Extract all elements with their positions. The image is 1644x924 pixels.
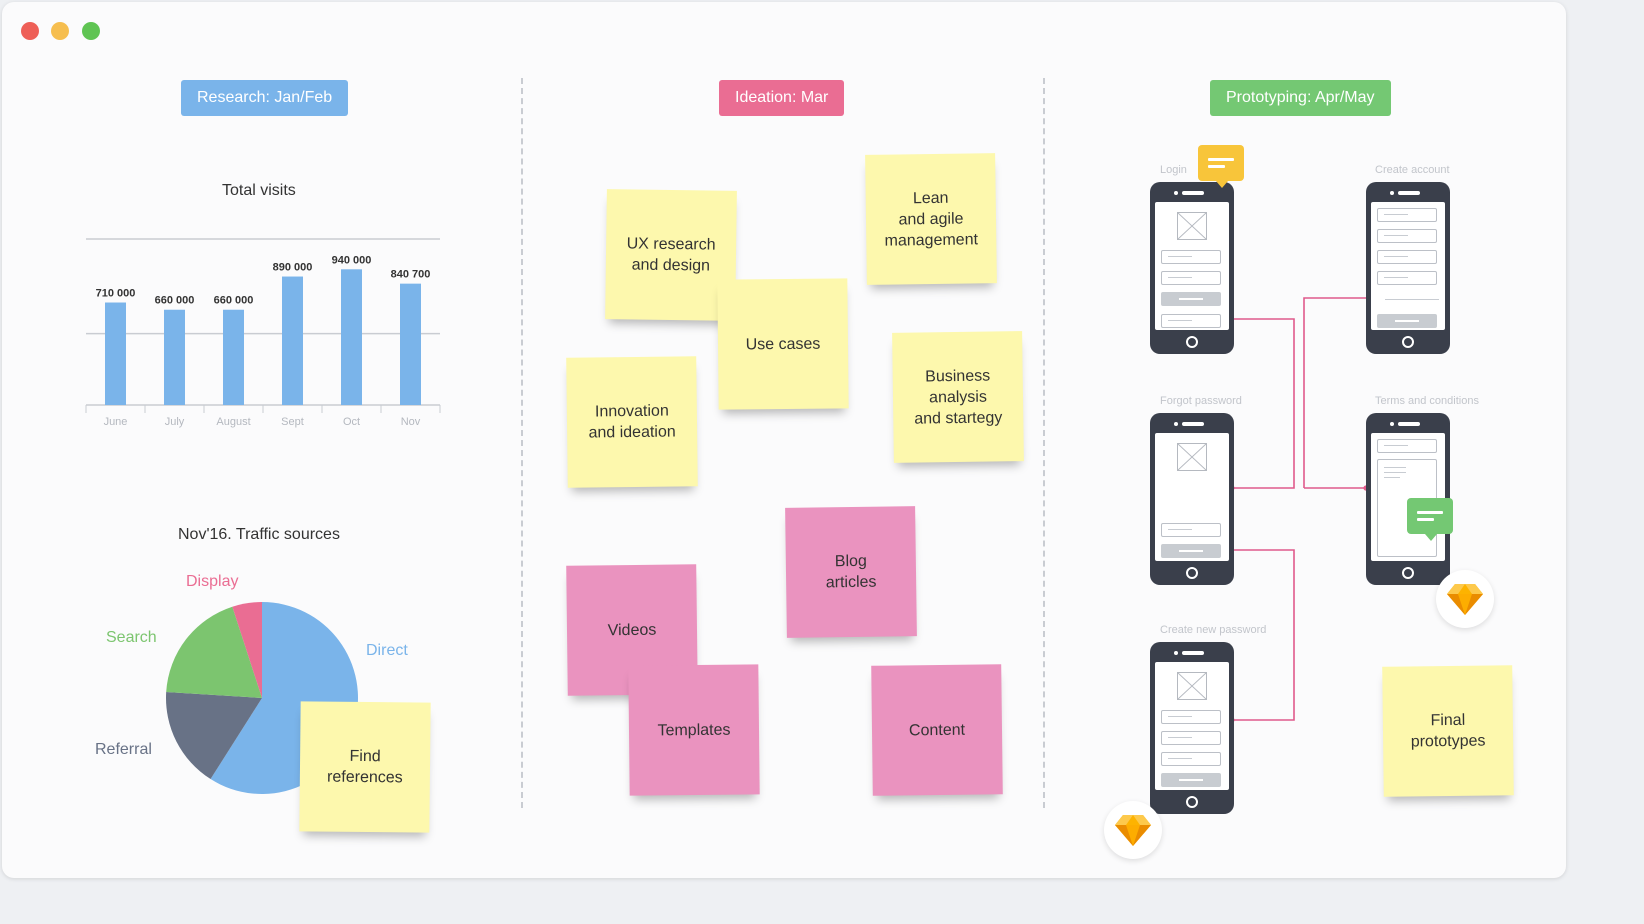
bar-june (105, 302, 126, 405)
bar-value-label: 940 000 (332, 254, 372, 266)
screen-label-terms: Terms and conditions (1375, 395, 1479, 407)
flow-connectors (1211, 294, 1384, 723)
sketch-diamond-icon[interactable] (1104, 801, 1162, 859)
screen-label-login: Login (1160, 164, 1187, 176)
sketch-diamond-icon[interactable] (1436, 570, 1494, 628)
x-tick-label: June (104, 416, 128, 428)
pie-label-direct: Direct (366, 642, 408, 659)
bar-value-label: 890 000 (273, 262, 313, 274)
phone-mockup-create-new-password[interactable] (1150, 642, 1234, 814)
image-placeholder-icon (1177, 443, 1207, 471)
sticky-note-final-prototypes[interactable]: Final prototypes (1382, 665, 1514, 797)
x-tick-label: August (216, 416, 250, 428)
close-window-button[interactable] (21, 22, 39, 40)
pie-label-display: Display (186, 573, 239, 590)
board-window: Research: Jan/Feb Ideation: Mar Prototyp… (2, 2, 1566, 878)
screen-label-create-new-password: Create new password (1160, 624, 1267, 636)
screen-label-forgot-password: Forgot password (1160, 395, 1242, 407)
image-placeholder-icon (1177, 672, 1207, 700)
pie-label-search: Search (106, 629, 157, 646)
connector-to-create-account (1303, 297, 1380, 488)
bar-oct (341, 269, 362, 405)
bar-sept (282, 276, 303, 405)
x-tick-label: Oct (343, 416, 360, 428)
connector-login-to-forgot (1214, 318, 1295, 489)
bar-value-label: 660 000 (155, 295, 195, 307)
pie-slice-display (232, 602, 262, 698)
phase-research-label[interactable]: Research: Jan/Feb (181, 80, 349, 116)
bar-value-label: 840 700 (391, 269, 431, 281)
bar-value-label: 660 000 (214, 295, 254, 307)
phone-mockup-terms[interactable] (1366, 413, 1450, 585)
phase-prototyping-label[interactable]: Prototyping: Apr/May (1210, 80, 1391, 116)
bar-value-label: 710 000 (96, 288, 136, 300)
x-tick-label: Sept (281, 416, 304, 428)
x-tick-label: July (165, 416, 185, 428)
phase-ideation-label[interactable]: Ideation: Mar (719, 80, 845, 116)
minimize-window-button[interactable] (51, 22, 69, 40)
comment-icon[interactable] (1198, 145, 1244, 188)
pie-slice-referral (166, 691, 262, 780)
x-tick-label: Nov (401, 416, 421, 428)
connector-forgot-to-new-password (1214, 549, 1295, 721)
phone-mockup-forgot-password[interactable] (1150, 413, 1234, 585)
bar-nov (400, 283, 421, 405)
bar-chart-title: Total visits (222, 182, 296, 199)
comment-icon[interactable] (1407, 498, 1453, 541)
pie-label-referral: Referral (95, 741, 152, 758)
screen-label-create-account: Create account (1375, 164, 1450, 176)
phone-mockup-login[interactable] (1150, 182, 1234, 354)
column-divider (1043, 78, 1045, 808)
phone-mockup-create-account[interactable] (1366, 182, 1450, 354)
column-divider (521, 78, 523, 808)
pie-slice-search (166, 606, 262, 698)
bar-august (223, 309, 244, 405)
pie-chart-title: Nov'16. Traffic sources (178, 526, 340, 543)
image-placeholder-icon (1177, 212, 1207, 240)
maximize-window-button[interactable] (82, 22, 100, 40)
bar-july (164, 309, 185, 405)
